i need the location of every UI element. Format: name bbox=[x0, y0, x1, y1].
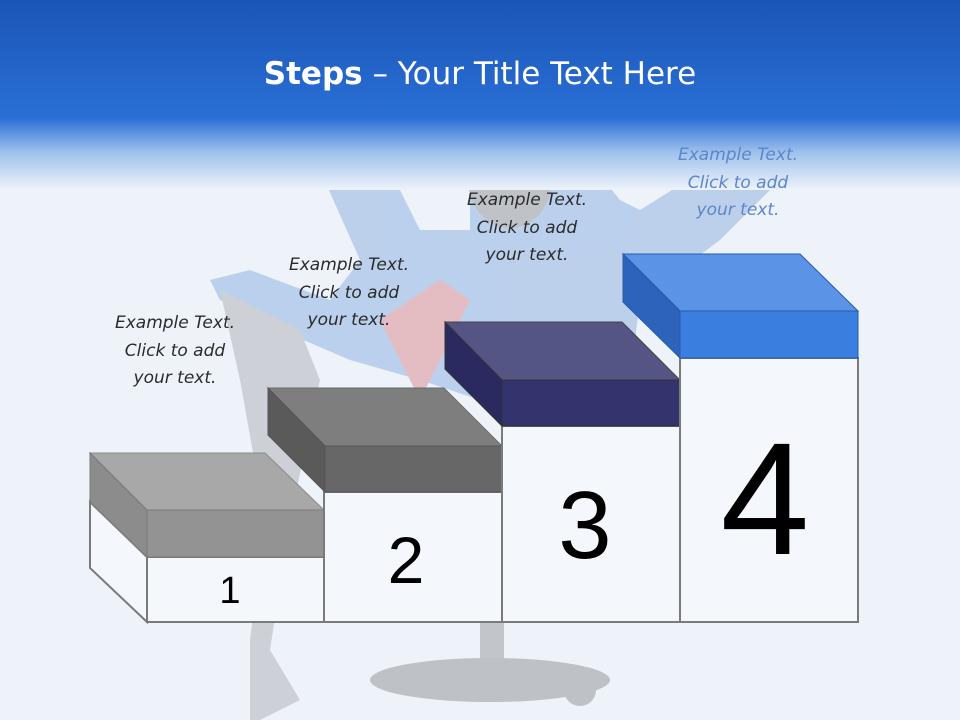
slide-title[interactable]: Steps – Your Title Text Here bbox=[0, 52, 960, 96]
caption-line: Click to add bbox=[476, 217, 578, 238]
caption-line: your text. bbox=[133, 368, 217, 388]
title-bold-part: Steps bbox=[263, 56, 363, 92]
caption-line: your text. bbox=[696, 200, 780, 220]
step-3-number: 3 bbox=[558, 472, 612, 579]
step-3-caption[interactable]: Example Text. Click to add your text. bbox=[442, 187, 612, 270]
step-4-block bbox=[621, 252, 860, 623]
step-2-number: 2 bbox=[387, 523, 425, 597]
step-1-caption[interactable]: Example Text. Click to add your text. bbox=[90, 310, 260, 393]
step-2-caption[interactable]: Example Text. Click to add your text. bbox=[264, 252, 434, 335]
title-header-band bbox=[0, 0, 960, 190]
step-4-number: 4 bbox=[720, 409, 810, 588]
caption-line: Click to add bbox=[687, 172, 789, 193]
caption-line: Example Text. bbox=[288, 255, 410, 275]
step-1-block bbox=[88, 451, 326, 625]
caption-line: Click to add bbox=[124, 340, 226, 361]
step-4-caption[interactable]: Example Text. Click to add your text. bbox=[653, 142, 823, 225]
caption-line: your text. bbox=[307, 310, 391, 330]
title-rest-part: – Your Title Text Here bbox=[362, 56, 697, 92]
caption-line: Click to add bbox=[298, 282, 400, 303]
caption-line: Example Text. bbox=[677, 145, 799, 165]
step-1-number: 1 bbox=[219, 570, 241, 612]
caption-line: your text. bbox=[485, 245, 569, 265]
caption-line: Example Text. bbox=[114, 313, 236, 333]
caption-line: Example Text. bbox=[466, 190, 588, 210]
